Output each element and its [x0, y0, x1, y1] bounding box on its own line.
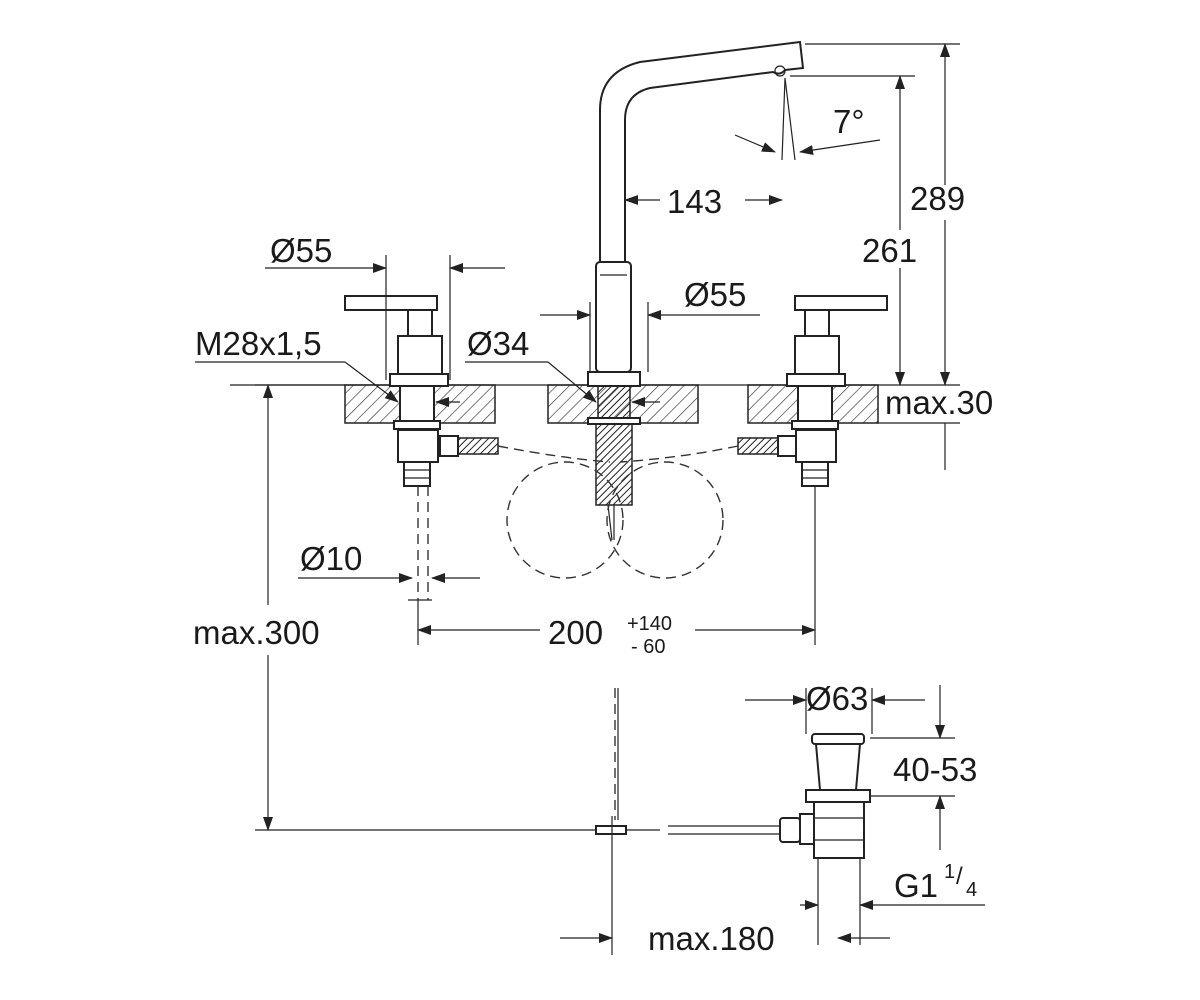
drain-thread-label: G1 — [894, 867, 938, 904]
hole-diameter-label: Ø34 — [467, 325, 529, 362]
right-valve — [737, 295, 888, 487]
left-valve — [344, 295, 499, 601]
spout-height-label: 261 — [862, 232, 917, 269]
hose-loops — [497, 445, 739, 579]
right-handle-lever — [794, 295, 888, 311]
drain-length-label: max.180 — [648, 920, 775, 957]
spout-base — [587, 371, 641, 387]
supply-length-label: max.300 — [193, 614, 320, 651]
supply-diameter-label: Ø10 — [300, 540, 362, 577]
deck-thickness-label: max.30 — [885, 384, 993, 421]
drain-flange — [805, 789, 871, 803]
angle-label: 7° — [833, 103, 865, 140]
spread-plus-label: +140 — [627, 613, 672, 635]
drain-cap — [811, 733, 865, 745]
svg-text:/: / — [956, 863, 963, 890]
popup-drain — [595, 688, 871, 945]
drain-diameter-label: Ø63 — [806, 680, 868, 717]
body-diameter-label: Ø55 — [684, 276, 746, 313]
spout-reach-label: 143 — [667, 183, 722, 220]
spout-body — [595, 261, 632, 373]
drain-thread-numerator: 1 — [944, 861, 955, 883]
spread-minus-label: - 60 — [631, 636, 665, 658]
spout-shank — [597, 385, 631, 422]
drain-thread-denominator: 4 — [966, 879, 977, 901]
handle-diameter-label: Ø55 — [270, 232, 332, 269]
thread-label: M28x1,5 — [195, 325, 322, 362]
drain-range-label: 40-53 — [893, 751, 977, 788]
total-height-label: 289 — [910, 180, 965, 217]
dimension-lines — [195, 43, 985, 955]
left-handle-lever — [344, 295, 438, 311]
spread-label: 200 — [548, 614, 603, 651]
